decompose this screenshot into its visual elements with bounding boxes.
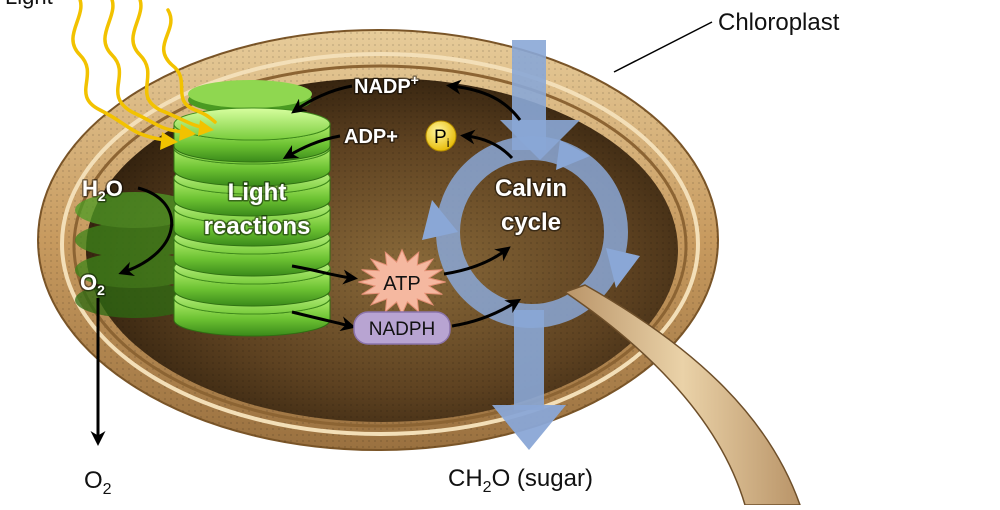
light-rays bbox=[71, 0, 217, 142]
o2-inner-label: O2 bbox=[80, 270, 105, 298]
top-thylakoid-disc bbox=[188, 80, 312, 114]
granum-stack bbox=[173, 107, 331, 337]
calvin-cycle-label-line2: cycle bbox=[501, 209, 561, 236]
sugar-label: CH2O (sugar) bbox=[448, 465, 593, 496]
sugar-output-arrow bbox=[492, 310, 566, 450]
nadp-label: NADP+ bbox=[354, 72, 419, 98]
nadph-pill bbox=[353, 311, 451, 345]
light-reactions-label-line2: reactions bbox=[204, 213, 311, 240]
arrow-h2o-to-o2 bbox=[118, 186, 174, 276]
chloroplast-label: Chloroplast bbox=[718, 9, 840, 36]
co2-label: CO2 bbox=[497, 9, 542, 40]
arrow-to-pi bbox=[460, 129, 514, 160]
adp-label: ADP+ bbox=[344, 126, 398, 148]
pi-circle bbox=[425, 120, 457, 152]
thylakoid-disc-top bbox=[173, 107, 331, 141]
arrow-adp-to-stack bbox=[282, 134, 341, 159]
co2-input-arrow bbox=[500, 40, 580, 160]
arrow-stack-to-nadph bbox=[291, 310, 356, 332]
arrow-to-nadp bbox=[446, 79, 522, 121]
arrow-nadp-to-stack bbox=[291, 84, 353, 114]
nadph-label: NADPH bbox=[369, 319, 436, 340]
pi-label: Pi bbox=[434, 127, 449, 150]
arrow-stack-to-atp bbox=[291, 264, 358, 285]
arrow-atp-to-cycle bbox=[443, 246, 511, 276]
o2-outer-label: O2 bbox=[84, 467, 112, 498]
chloroplast-leader-line bbox=[613, 21, 713, 73]
process-arrows bbox=[90, 79, 522, 446]
atp-label: ATP bbox=[383, 273, 420, 295]
h2o-label: H2O bbox=[82, 176, 123, 204]
light-reactions-label-line1: Light bbox=[228, 179, 287, 206]
arrow-nadph-to-cycle bbox=[451, 298, 522, 328]
light-label: Light bbox=[5, 0, 53, 9]
light-ray-arrowheads bbox=[160, 120, 214, 150]
calvin-cycle-label-line1: Calvin bbox=[495, 175, 567, 202]
